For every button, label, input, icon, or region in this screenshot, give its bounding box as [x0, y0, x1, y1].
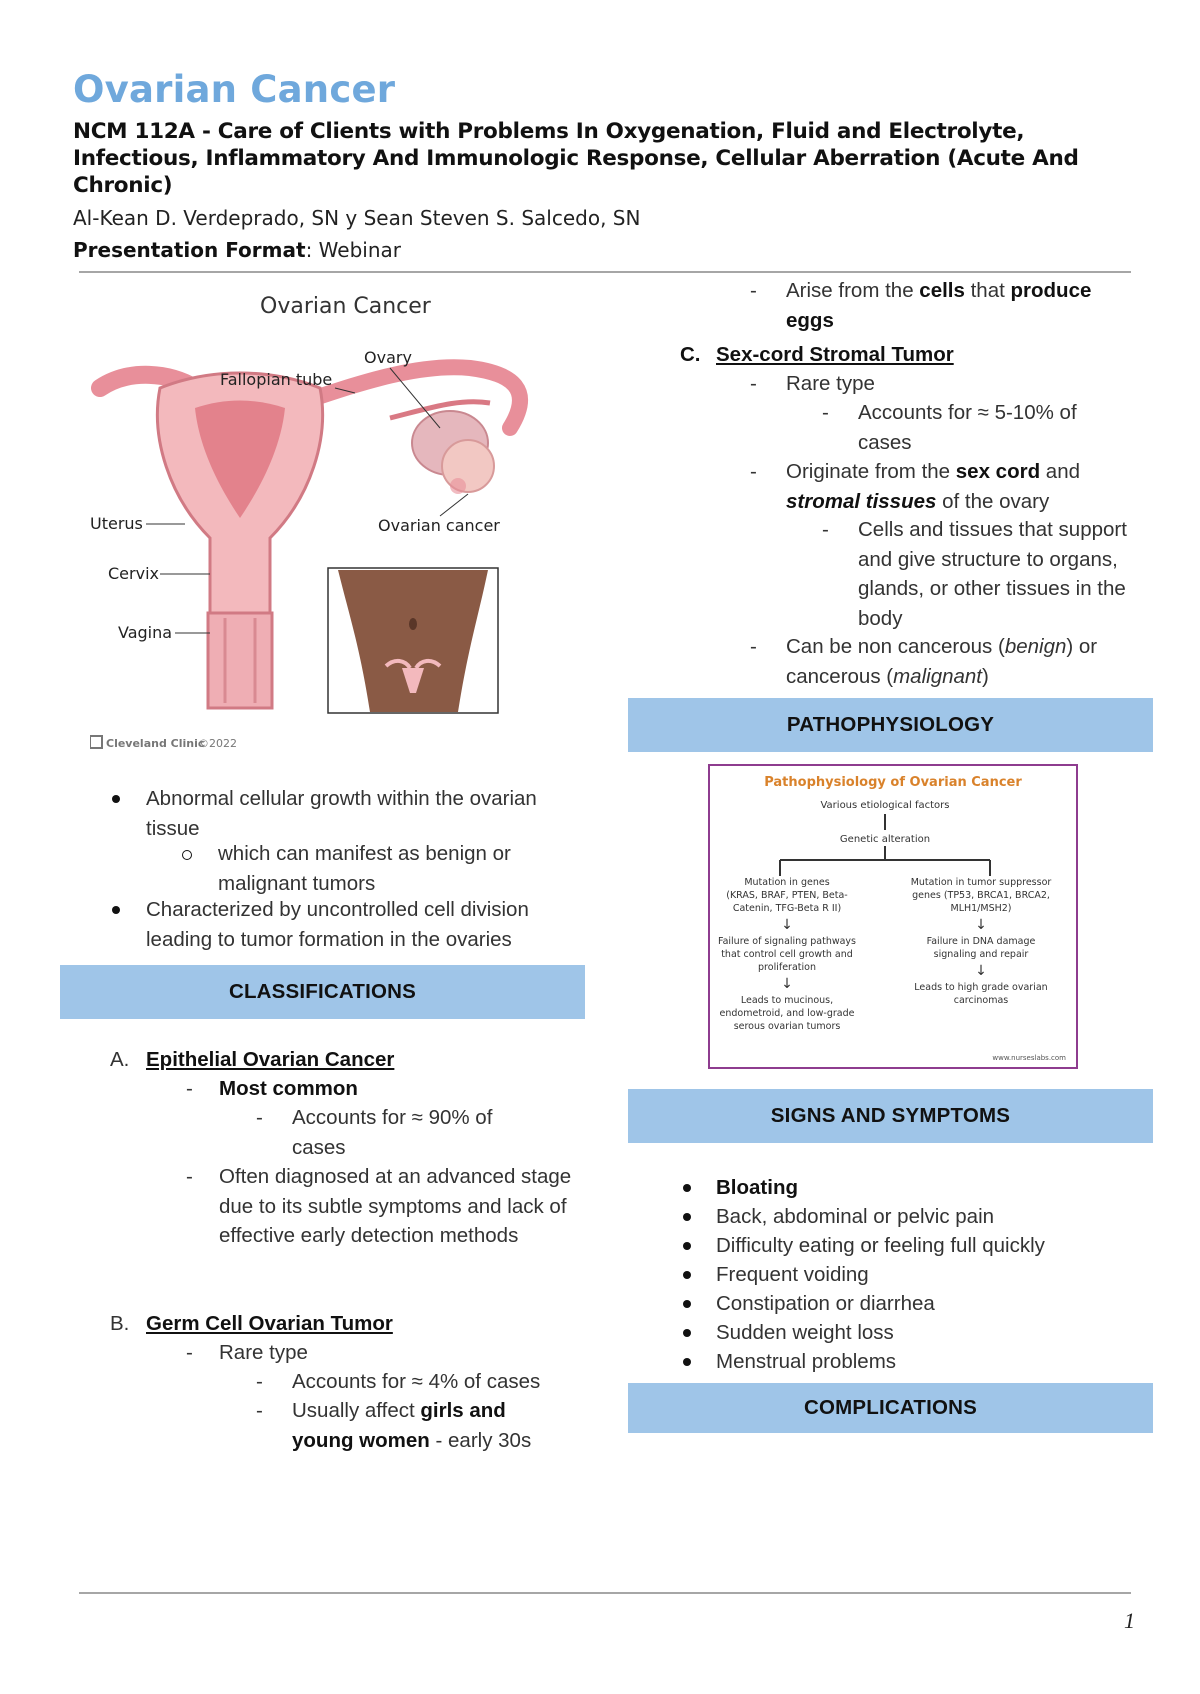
class-c: C. Sex-cord Stromal Tumor - Rare type - … — [628, 340, 1153, 688]
class-a-letter: A. — [110, 1048, 130, 1071]
bullet-icon — [683, 1213, 691, 1221]
format-label: Presentation Format — [73, 238, 306, 262]
bullet-icon — [683, 1300, 691, 1308]
presentation-format: Presentation Format: Webinar — [73, 237, 1133, 264]
bullet-icon — [112, 906, 120, 914]
illustration-title: Ovarian Cancer — [260, 294, 432, 319]
dash-icon: - — [256, 1370, 263, 1393]
class-b-item-2: Arise from the cells that produce eggs — [786, 279, 1092, 332]
section-signs-and-symptoms: SIGNS AND SYMPTOMS — [628, 1089, 1153, 1143]
bullet-icon — [683, 1329, 691, 1337]
course-title: NCM 112A - Care of Clients with Problems… — [73, 119, 1079, 198]
dash-icon: - — [750, 460, 757, 483]
class-a-title: Epithelial Ovarian Cancer — [146, 1048, 395, 1071]
bullet-icon — [683, 1271, 691, 1279]
sign-item-4: Frequent voiding — [716, 1263, 869, 1286]
class-c-item-2-sub: Cells and tissues that support and give … — [858, 518, 1127, 630]
intro-sub-bullet: which can manifest as benign or malignan… — [218, 842, 511, 895]
document-header: Ovarian Cancer NCM 112A - Care of Client… — [73, 68, 1133, 264]
section-complications: COMPLICATIONS — [628, 1383, 1153, 1433]
label-uterus: Uterus — [90, 514, 143, 533]
class-b-item-1-sub-2: Usually affect girls and young women - e… — [292, 1399, 532, 1452]
dash-icon: - — [822, 401, 829, 424]
patho-right-1: Mutation in tumor suppressor genes (TP53… — [910, 877, 1052, 914]
anatomy-illustration: Ovarian Cancer Ovary Fallopian tube Uter… — [89, 288, 590, 778]
sign-item-2: Back, abdominal or pelvic pain — [716, 1205, 995, 1228]
patho-source: www.nurseslabs.com — [992, 1054, 1066, 1062]
sign-item-7: Menstrual problems — [716, 1350, 897, 1373]
header-divider — [79, 271, 1131, 273]
class-c-item-3: Can be non cancerous (benign) or cancero… — [786, 635, 1098, 688]
format-value: : Webinar — [305, 238, 401, 262]
pathophysiology-diagram: Pathophysiology of Ovarian Cancer Variou… — [708, 764, 1078, 1069]
dash-icon: - — [822, 518, 829, 541]
patho-right-2: Failure in DNA damage signaling and repa… — [926, 936, 1036, 960]
bullet-icon — [683, 1242, 691, 1250]
class-b-title: Germ Cell Ovarian Tumor — [146, 1312, 393, 1335]
class-c-item-2: Originate from the sex cord and stromal … — [786, 460, 1080, 513]
section-pathophysiology: PATHOPHYSIOLOGY — [628, 698, 1153, 752]
class-a-item-2: Often diagnosed at an advanced stage due… — [219, 1165, 572, 1247]
patho-left-1b: (KRAS, BRAF, PTEN, Beta-Catenin, TFG-Bet… — [726, 890, 848, 914]
dash-icon: - — [256, 1399, 263, 1422]
right-column: - Arise from the cells that produce eggs… — [628, 276, 1153, 1433]
page-number: 1 — [1124, 1608, 1135, 1633]
sign-item-3: Difficulty eating or feeling full quickl… — [716, 1234, 1045, 1257]
class-c-item-1: Rare type — [786, 372, 875, 395]
patho-node-1: Various etiological factors — [820, 800, 949, 811]
class-b-letter: B. — [110, 1312, 130, 1335]
classifications-list: A. Epithelial Ovarian Cancer - Most comm… — [60, 1045, 585, 1465]
dash-icon: - — [186, 1165, 193, 1188]
patho-title: Pathophysiology of Ovarian Cancer — [764, 775, 1022, 790]
patho-left-1: Mutation in genes — [744, 877, 830, 888]
patho-left-2: Failure of signaling pathways that contr… — [717, 936, 857, 973]
intro-bullet-1: Abnormal cellular growth within the ovar… — [146, 787, 537, 840]
class-b-item-1-sub-1: Accounts for ≈ 4% of cases — [292, 1370, 541, 1393]
dash-icon: - — [256, 1106, 263, 1129]
label-cervix: Cervix — [108, 564, 159, 583]
pathophysiology-flowchart: Pathophysiology of Ovarian Cancer Variou… — [717, 775, 1066, 1062]
footer-divider — [79, 1592, 1131, 1594]
document-title: Ovarian Cancer — [73, 68, 396, 111]
label-ovarian-cancer: Ovarian cancer — [378, 516, 500, 535]
dash-icon: - — [750, 635, 757, 658]
dash-icon: - — [186, 1077, 193, 1100]
left-column: Ovarian Cancer Ovary Fallopian tube Uter… — [60, 288, 585, 1465]
intro-list: Abnormal cellular growth within the ovar… — [60, 784, 585, 960]
credit-text: Cleveland Clinic — [106, 737, 204, 750]
class-c-letter: C. — [680, 343, 701, 366]
sign-item-1: Bloating — [716, 1176, 798, 1199]
class-c-item-1-sub: Accounts for ≈ 5-10% of cases — [858, 401, 1077, 454]
label-fallopian-tube: Fallopian tube — [220, 370, 332, 389]
class-c-title: Sex-cord Stromal Tumor — [716, 343, 954, 366]
bullet-icon — [683, 1184, 691, 1192]
intro-bullet-2: Characterized by uncontrolled cell divis… — [146, 898, 529, 951]
label-vagina: Vagina — [118, 623, 172, 642]
class-b-continued: - Arise from the cells that produce eggs — [628, 276, 1153, 340]
bullet-icon — [683, 1358, 691, 1366]
class-a-item-1: Most common — [219, 1077, 358, 1100]
patho-left-3: Leads to mucinous, endometroid, and low-… — [719, 995, 855, 1032]
class-a-item-1-sub: Accounts for ≈ 90% of cases — [292, 1106, 493, 1159]
credit-year: ©2022 — [198, 737, 237, 750]
authors: Al-Kean D. Verdeprado, SN y Sean Steven … — [73, 206, 641, 230]
signs-list: Bloating Back, abdominal or pelvic pain … — [628, 1173, 1153, 1379]
sign-item-5: Constipation or diarrhea — [716, 1292, 935, 1315]
cleveland-clinic-logo-icon — [89, 735, 103, 749]
patho-right-3: Leads to high grade ovarian carcinomas — [914, 982, 1048, 1006]
bullet-icon — [112, 795, 120, 803]
class-b-item-1: Rare type — [219, 1341, 308, 1364]
dash-icon: - — [186, 1341, 193, 1364]
dash-icon: - — [750, 279, 757, 302]
sign-item-6: Sudden weight loss — [716, 1321, 894, 1344]
ovarian-anatomy-figure: Ovarian Cancer Ovary Fallopian tube Uter… — [89, 294, 528, 750]
patho-node-2: Genetic alteration — [840, 834, 930, 845]
dash-icon: - — [750, 372, 757, 395]
sub-bullet-icon — [182, 850, 192, 860]
label-ovary: Ovary — [364, 348, 412, 367]
section-classifications: CLASSIFICATIONS — [60, 965, 585, 1019]
